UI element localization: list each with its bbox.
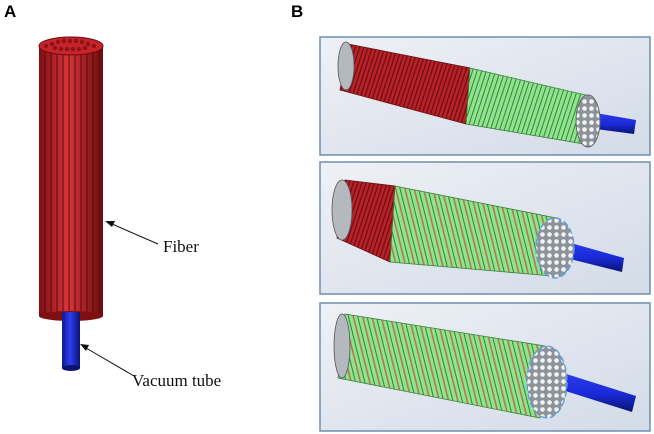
fiber-bundle-top (38, 36, 104, 56)
view-3 (319, 302, 651, 432)
view-1-left-cap (337, 41, 355, 91)
fiber-bundle-body (39, 46, 103, 316)
vacuum-tube-end (62, 365, 80, 371)
fiber-callout-arrow (105, 221, 159, 245)
panel-a-bundle (38, 36, 104, 371)
vacuum-tube-callout-arrow (80, 344, 135, 377)
fiber-label: Fiber (163, 237, 199, 256)
view-3-right-cap (526, 345, 568, 419)
view-3-vacuum-tube (556, 372, 636, 412)
view-3-left-cap (333, 313, 351, 379)
fiber-ends (44, 38, 96, 52)
view-2-right-cap (535, 217, 575, 279)
vacuum-tube-label: Vacuum tube (132, 371, 222, 390)
view-1 (319, 36, 651, 156)
fiber-rod-lines (44, 48, 100, 316)
panel-b-letter: B (291, 2, 304, 21)
view-1-right-cap (575, 94, 601, 148)
view-2-left-cap (331, 179, 353, 241)
view-2 (319, 161, 651, 295)
panel-a-letter: A (4, 2, 17, 21)
vacuum-tube (62, 312, 80, 368)
